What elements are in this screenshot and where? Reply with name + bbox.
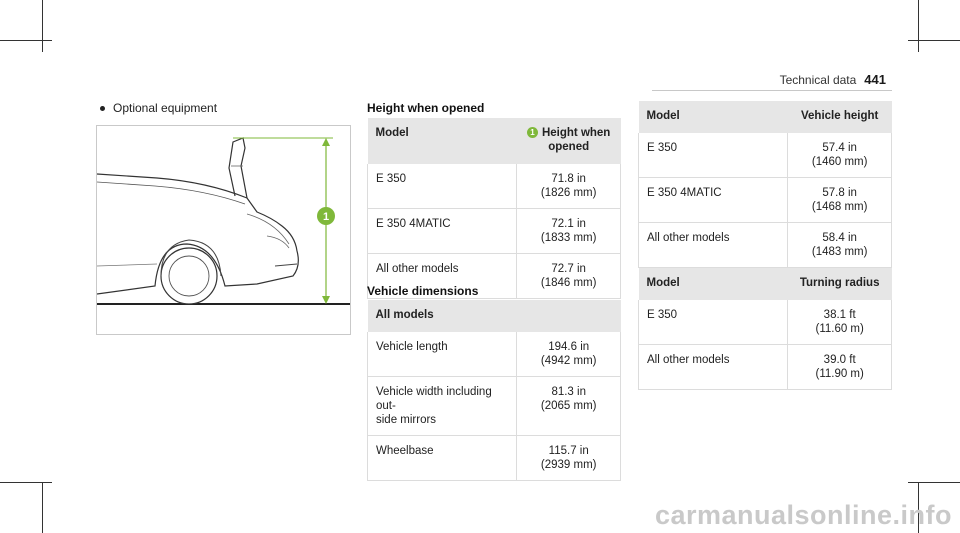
value-cell: 72.7 in (1846 mm): [516, 253, 621, 299]
value-metric: (1826 mm): [540, 187, 597, 199]
value-cell: 72.1 in (1833 mm): [516, 208, 621, 254]
label-line: Vehicle width including out-: [376, 386, 492, 412]
value-metric: (1483 mm): [811, 246, 868, 258]
label-cell: Wheelbase: [366, 435, 517, 481]
watermark: carmanualsonline.info: [654, 500, 952, 530]
car-rear-illustration: 1: [97, 137, 350, 305]
value-imperial: 81.3 in: [551, 386, 586, 398]
table-row: All other models 58.4 in (1483 mm): [637, 222, 892, 268]
value-metric: (2065 mm): [540, 400, 597, 412]
value-metric: (1468 mm): [811, 201, 868, 213]
value-cell: 71.8 in (1826 mm): [516, 164, 621, 209]
vehicle-dimensions-table: All models Vehicle length 194.6 in (4942 …: [366, 300, 621, 481]
height-opened-title: Height when opened: [367, 101, 485, 115]
value-cell: 115.7 in (2939 mm): [516, 435, 621, 481]
page-number: 441: [864, 72, 886, 87]
value-cell: 57.8 in (1468 mm): [787, 177, 892, 223]
value-imperial: 58.4 in: [822, 232, 857, 244]
callout-badge-icon: 1: [526, 127, 538, 138]
value-cell: 39.0 ft (11.90 m): [787, 344, 892, 390]
table-row: E 350 38.1 ft (11.60 m): [637, 300, 892, 345]
header-title: Technical data: [779, 73, 857, 87]
table-row: Wheelbase 115.7 in (2939 mm): [366, 435, 621, 481]
value-imperial: 57.8 in: [822, 187, 857, 199]
model-cell: E 350: [637, 133, 788, 178]
label-line: Wheelbase: [376, 445, 434, 457]
column-header-model: Model: [638, 267, 788, 300]
table-header-row: Model Turning radius: [638, 267, 892, 300]
label-cell: Vehicle width including out-side mirrors: [366, 376, 517, 436]
page-header: Technical data 441: [700, 72, 886, 87]
crop-mark: [908, 482, 960, 483]
label-line: side mirrors: [376, 414, 437, 426]
value-imperial: 57.4 in: [822, 142, 857, 154]
value-cell: 38.1 ft (11.60 m): [787, 300, 892, 345]
label-cell: Vehicle length: [366, 332, 517, 377]
table-row: Vehicle length 194.6 in (4942 mm): [366, 332, 621, 377]
model-cell: E 350: [637, 300, 788, 345]
table-row: E 350 57.4 in (1460 mm): [637, 133, 892, 178]
table-row: E 350 71.8 in (1826 mm): [366, 164, 621, 209]
crop-mark: [0, 40, 52, 41]
column-header-turning-radius: Turning radius: [787, 267, 892, 300]
vehicle-dimensions-title: Vehicle dimensions: [367, 284, 479, 298]
vehicle-height-table: Model Vehicle height E 350 57.4 in (1460 …: [637, 101, 892, 390]
column-header-vehicle-height: Vehicle height: [787, 101, 892, 133]
value-imperial: 71.8 in: [551, 173, 586, 185]
table-row: All other models 72.7 in (1846 mm): [366, 253, 621, 299]
trunk-height-illustration: 1: [96, 125, 351, 335]
value-metric: (1460 mm): [811, 156, 868, 168]
crop-mark: [42, 482, 43, 533]
model-cell: All other models: [366, 253, 517, 299]
value-imperial: 194.6 in: [548, 341, 590, 353]
column-header-all-models: All models: [367, 300, 621, 332]
value-imperial: 38.1 ft: [823, 309, 856, 321]
table-row: Vehicle width including out-side mirrors…: [366, 376, 621, 436]
table-row: All other models 39.0 ft (11.90 m): [637, 344, 892, 390]
column-header-model: Model: [638, 101, 788, 133]
value-imperial: 115.7 in: [548, 445, 589, 457]
value-imperial: 72.1 in: [551, 218, 586, 230]
value-cell: 57.4 in (1460 mm): [787, 133, 892, 178]
table-header-row: Model Vehicle height: [638, 101, 892, 133]
column-header-model: Model: [367, 118, 517, 164]
model-cell: All other models: [637, 222, 788, 268]
value-metric: (1833 mm): [540, 232, 597, 244]
value-metric: (1846 mm): [540, 277, 597, 289]
value-metric: (2939 mm): [540, 459, 597, 471]
value-metric: (4942 mm): [540, 355, 597, 367]
crop-mark: [908, 40, 960, 41]
bullet-icon: [100, 106, 105, 112]
table-header-row: All models: [367, 300, 621, 332]
column-header-height-opened-label: Height when opened: [541, 127, 611, 153]
model-cell: All other models: [637, 344, 788, 390]
label-line: Vehicle length: [376, 341, 448, 353]
crop-mark: [42, 0, 43, 52]
model-cell: E 350 4MATIC: [366, 208, 517, 254]
value-metric: (11.60 m): [815, 323, 864, 335]
crop-mark: [918, 482, 919, 533]
optional-equipment-note: Optional equipment: [100, 101, 217, 115]
value-metric: (11.90 m): [815, 368, 864, 380]
table-row: E 350 4MATIC 57.8 in (1468 mm): [637, 177, 892, 223]
model-cell: E 350: [366, 164, 517, 209]
model-cell: E 350 4MATIC: [637, 177, 788, 223]
value-cell: 58.4 in (1483 mm): [787, 222, 892, 268]
crop-mark: [0, 482, 52, 483]
table-row: E 350 4MATIC 72.1 in (1833 mm): [366, 208, 621, 254]
header-rule: [652, 90, 892, 91]
callout-badge-icon: [317, 207, 335, 225]
crop-mark: [918, 0, 919, 52]
callout-number: 1: [323, 211, 329, 223]
value-imperial: 72.7 in: [551, 263, 586, 275]
value-cell: 81.3 in (2065 mm): [516, 376, 621, 436]
optional-equipment-label: Optional equipment: [113, 101, 218, 115]
value-cell: 194.6 in (4942 mm): [516, 332, 621, 377]
value-imperial: 39.0 ft: [823, 354, 856, 366]
